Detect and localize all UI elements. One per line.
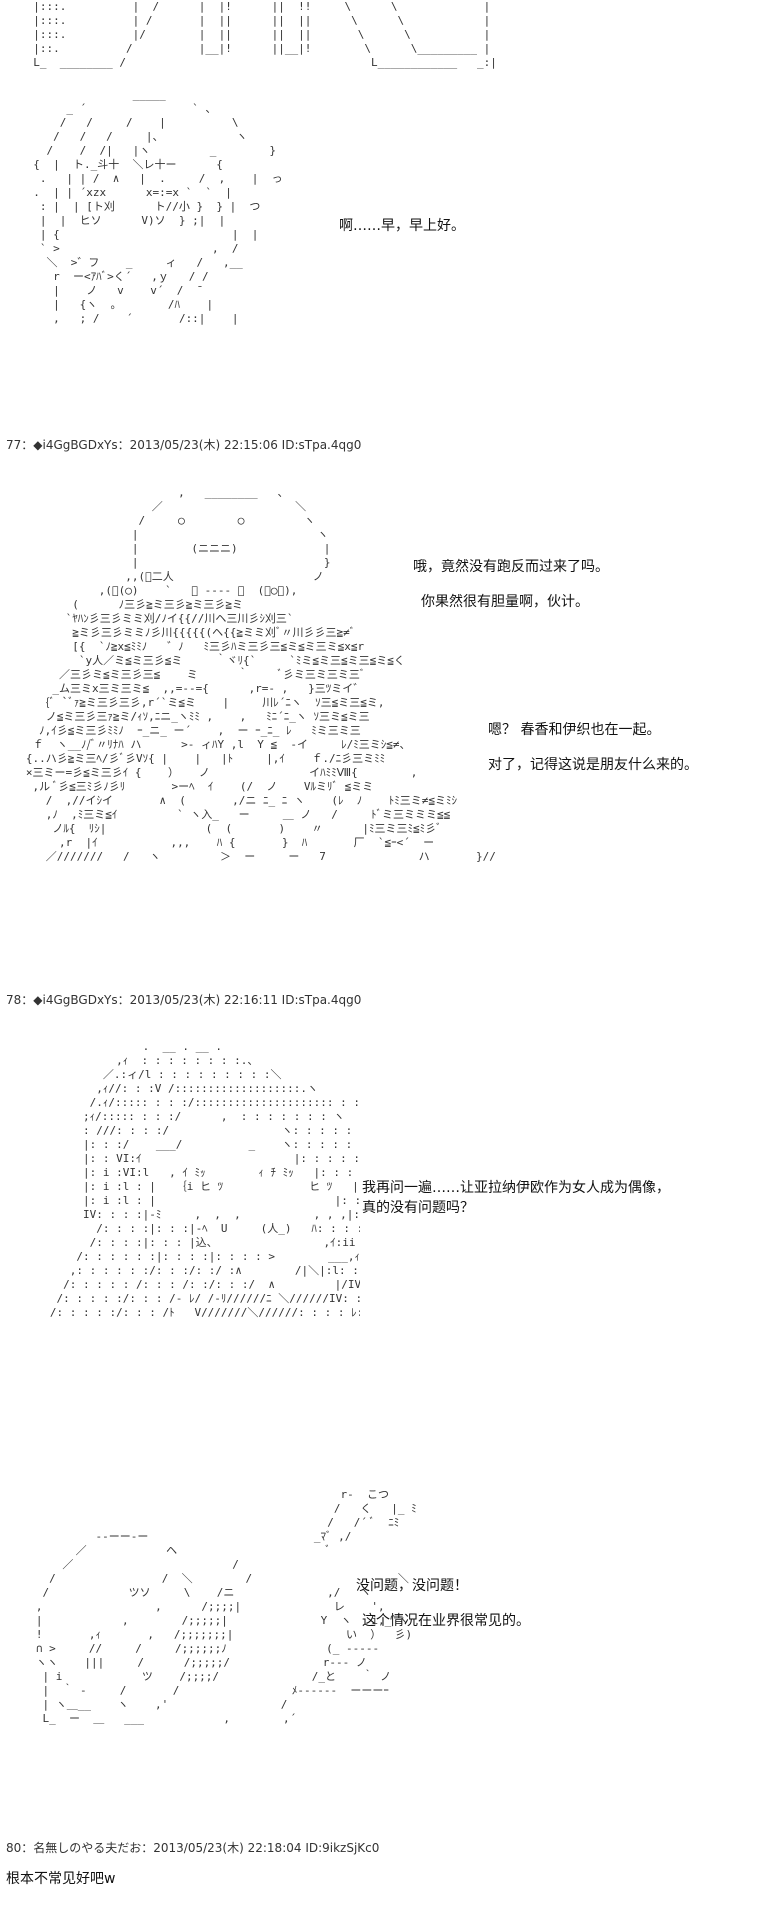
- dialogue-line: 这个情况在业界很常见的。: [362, 1613, 530, 1629]
- dialogue-line: 嗯？ 春香和伊织也在一起。: [488, 722, 661, 738]
- dialogue-crowd-1: 哦，竟然没有跑反而过来了吗。: [413, 557, 609, 577]
- dialogue-no-problem-1: 没问题，没问题！: [356, 1576, 468, 1596]
- dialogue-crowd-4: 对了，记得这说是朋友什么来的。: [488, 755, 698, 775]
- ascii-art-producer-character: r‐ こつ / く |_ ﾐ / /´ ﾞ ﾆﾐ ‐‐ーー‐ー _ﾏﾞ ,/ ／: [35, 1488, 417, 1725]
- ascii-art-long-hair-character: . __ . __ . ,ｨ : : : : : : : :.、 ／.:ィ/l …: [49, 1040, 360, 1319]
- post-header-80: 80：名無しのやる夫だお：2013/05/23(木) 22:18:04 ID:9…: [6, 1841, 380, 1855]
- dialogue-greeting: 啊……早，早上好。: [339, 216, 465, 236]
- ascii-art-top: |:::. | / | |! || !! \ \ | |:::. | / | |…: [33, 0, 497, 69]
- ascii-art-crowd-scene: , ________ 、 ／ ＼ / ◯ ◯ ヽ | ヽ | (ニニニ): [25, 486, 496, 863]
- dialogue-crowd-2: 你果然很有胆量啊，伙计。: [421, 592, 589, 612]
- dialogue-crowd-3: 嗯？ 春香和伊织也在一起。: [488, 720, 660, 740]
- dialogue-line: 真的没有问题吗？: [362, 1200, 474, 1216]
- post-header-77: 77：◆i4GgBGDxYs：2013/05/23(木) 22:15:06 ID…: [6, 438, 362, 452]
- dialogue-no-problem-2: 这个情况在业界很常见的。: [362, 1611, 530, 1631]
- dialogue-line: 我再问一遍……让亚拉纳伊欧作为女人成为偶像，: [362, 1180, 670, 1196]
- dialogue-line: 哦，竟然没有跑反而过来了吗。: [413, 559, 609, 575]
- dialogue-line: 你果然很有胆量啊，伙计。: [421, 594, 589, 610]
- ascii-art-greeting-character: _____ _ ´ ` 、 / / / | \ / / / |、 ヽ / / /…: [33, 88, 283, 325]
- reply-comment: 根本不常见好吧w: [6, 1871, 116, 1887]
- dialogue-line: 对了，记得这说是朋友什么来的。: [488, 757, 698, 773]
- dialogue-line: 没问题，没问题！: [356, 1578, 468, 1594]
- dialogue-line: 啊……早，早上好。: [339, 218, 465, 234]
- post-header-78: 78：◆i4GgBGDxYs：2013/05/23(木) 22:16:11 ID…: [6, 993, 362, 1007]
- dialogue-question: 我再问一遍……让亚拉纳伊欧作为女人成为偶像， 真的没有问题吗？: [362, 1178, 670, 1218]
